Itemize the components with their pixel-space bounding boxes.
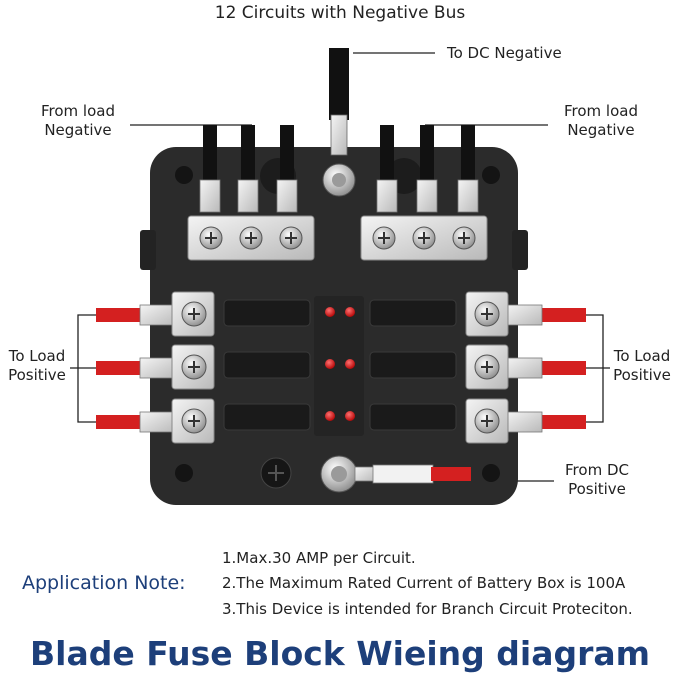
mount-hole-icon	[175, 464, 193, 482]
mount-hole-icon	[482, 464, 500, 482]
application-note-line-2: 2.The Maximum Rated Current of Battery B…	[222, 574, 626, 592]
label-line: Positive	[613, 366, 671, 384]
application-note-line-3: 3.This Device is intended for Branch Cir…	[222, 600, 633, 618]
dc-negative-wire	[329, 48, 349, 120]
label-from-dc-positive: From DC Positive	[556, 461, 638, 499]
negative-load-wires	[199, 125, 479, 213]
label-line: From load	[564, 102, 638, 120]
screw-slots	[205, 232, 470, 244]
label-line: Negative	[567, 121, 635, 139]
mount-hole-icon	[482, 166, 500, 184]
dc-positive-terminal	[372, 464, 434, 484]
fuse-block-diagram	[70, 48, 610, 505]
label-to-load-positive-left: To Load Positive	[2, 347, 72, 385]
diagram-title: 12 Circuits with Negative Bus	[214, 3, 466, 23]
dc-positive-wire	[431, 467, 471, 481]
fuse-slots	[223, 299, 457, 431]
footer-title: Blade Fuse Block Wieing diagram	[29, 634, 651, 673]
label-line: To Load	[8, 347, 66, 365]
label-line: To Load	[613, 347, 671, 365]
terminal-screw-slots	[188, 308, 493, 427]
application-note-heading: Application Note:	[22, 572, 186, 594]
label-line: Positive	[8, 366, 66, 384]
label-line: Negative	[44, 121, 112, 139]
label-from-load-negative-right: From load Negative	[553, 102, 649, 140]
led-panel	[314, 296, 364, 436]
application-note-line-1: 1.Max.30 AMP per Circuit.	[222, 549, 416, 567]
mount-hole-icon	[175, 166, 193, 184]
label-to-dc-negative: To DC Negative	[447, 44, 562, 62]
label-line: From load	[41, 102, 115, 120]
label-from-load-negative-left: From load Negative	[30, 102, 126, 140]
label-to-load-positive-right: To Load Positive	[607, 347, 677, 385]
label-line: Positive	[568, 480, 626, 498]
led-indicator-icon	[325, 307, 355, 421]
label-line: From DC	[565, 461, 629, 479]
